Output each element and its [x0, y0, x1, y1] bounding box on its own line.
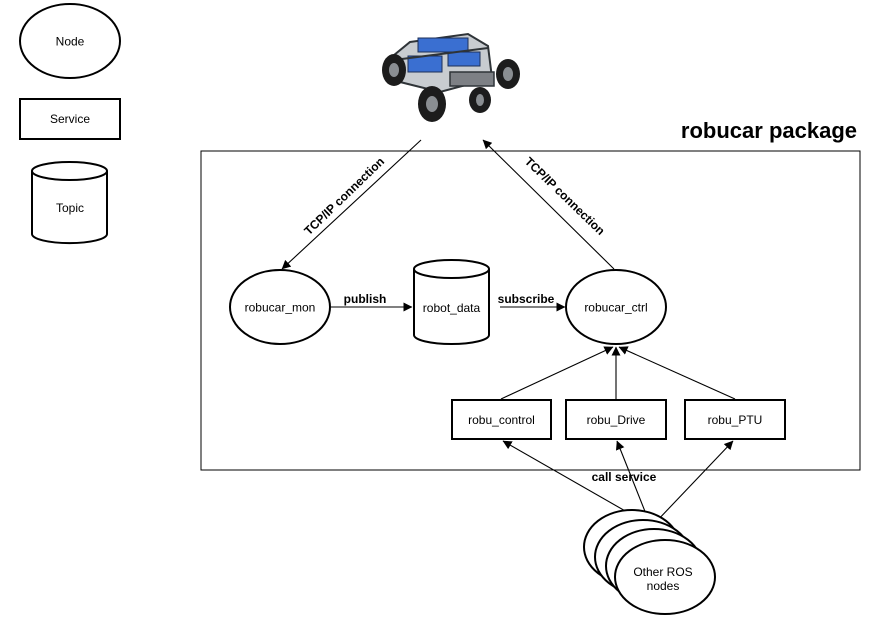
robot-hub-rear-left — [426, 96, 438, 112]
service-robu-ptu: robu_PTU — [684, 399, 786, 440]
robot-rail — [393, 47, 489, 61]
service-robu-drive-label: robu_Drive — [587, 413, 646, 427]
subscribe-label: subscribe — [498, 292, 555, 306]
other-ros-nodes-label-line1: Other ROS — [633, 565, 692, 579]
tcp-connection-label-left: TCP/IP connection — [301, 154, 387, 238]
service-robu-drive: robu_Drive — [565, 399, 667, 440]
edge-call-robu-ptu — [653, 440, 734, 525]
other-ros-node-front — [614, 539, 716, 615]
topic-robot-data-top — [413, 259, 490, 279]
legend-node-shape — [19, 3, 121, 79]
service-robu-ptu-label: robu_PTU — [708, 413, 763, 427]
service-robu-control-shape — [451, 399, 552, 440]
legend-topic-label: Topic — [56, 201, 84, 215]
legend: Node Service Topic — [19, 3, 121, 245]
robot-bumper — [449, 71, 495, 87]
edge-robu-control-to-ctrl — [500, 346, 614, 400]
node-robucar-ctrl-label: robucar_ctrl — [584, 301, 647, 315]
robot-panel-front — [447, 51, 481, 67]
legend-service-shape — [19, 98, 121, 140]
node-robucar-mon-label: robucar_mon — [245, 301, 316, 315]
service-robu-drive-shape — [565, 399, 667, 440]
legend-service-label: Service — [50, 112, 90, 126]
service-robu-control: robu_control — [451, 399, 552, 440]
tcp-connection-label-right: TCP/IP connection — [522, 154, 608, 238]
robot-hub-rear-right — [476, 94, 484, 106]
topic-robot-data: robot_data — [413, 259, 490, 345]
publish-label: publish — [344, 292, 387, 306]
other-ros-nodes: Other ROS nodes — [583, 509, 716, 615]
package-boundary — [200, 150, 861, 471]
call-service-label: call service — [592, 470, 657, 484]
node-robucar-ctrl-shape — [565, 269, 667, 345]
node-robucar-ctrl: robucar_ctrl — [565, 269, 667, 345]
edge-robucar-ctrl-to-robot — [482, 139, 615, 270]
service-robu-control-label: robu_control — [468, 413, 535, 427]
edge-robu-ptu-to-ctrl — [618, 346, 736, 400]
legend-service: Service — [19, 98, 121, 140]
other-ros-nodes-label-line2: nodes — [647, 579, 680, 593]
service-robu-ptu-shape — [684, 399, 786, 440]
robot-panel-top — [417, 37, 469, 53]
robot-hub-front-left — [389, 63, 399, 77]
legend-node-label: Node — [56, 35, 85, 49]
robot-image — [382, 32, 520, 122]
node-robucar-mon: robucar_mon — [229, 269, 331, 345]
node-robucar-mon-shape — [229, 269, 331, 345]
legend-topic-top — [31, 161, 108, 181]
edge-robot-to-robucar-mon — [281, 139, 422, 270]
legend-topic-body — [31, 171, 108, 245]
legend-topic: Topic — [31, 161, 108, 245]
topic-robot-data-body — [413, 269, 490, 345]
topic-robot-data-label: robot_data — [423, 301, 481, 315]
robot-hub-front-right — [503, 67, 513, 81]
package-title: robucar package — [681, 118, 857, 143]
legend-node: Node — [19, 3, 121, 79]
